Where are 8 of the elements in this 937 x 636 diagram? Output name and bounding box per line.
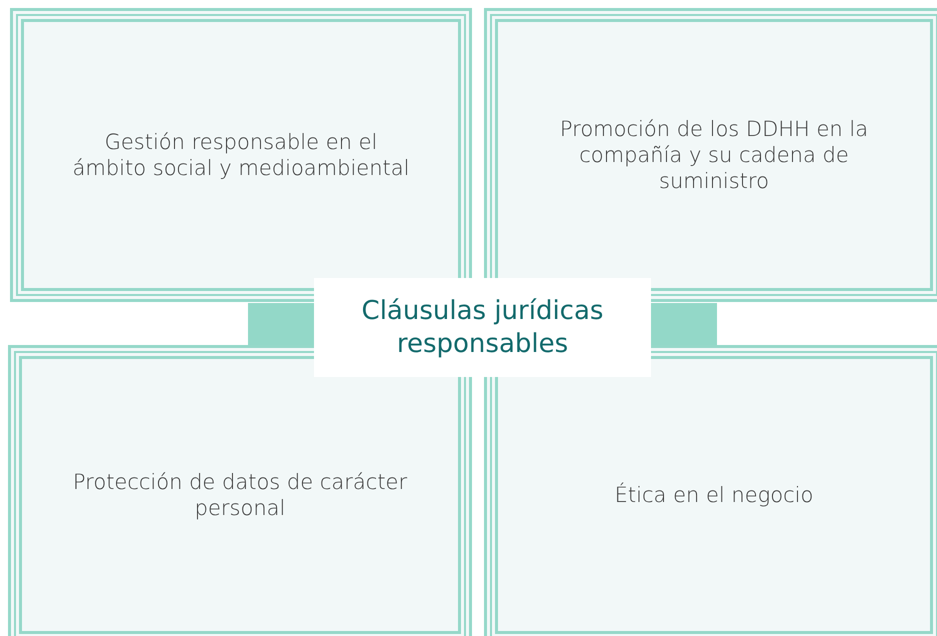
central-title: Cláusulas jurídicas responsables [360, 295, 604, 360]
connector-band [651, 303, 717, 348]
topic-text: Ética en el negocio [614, 482, 814, 508]
central-box [314, 278, 651, 377]
topic-text: Gestión responsable en el ámbito social y medioambiental [72, 128, 410, 182]
topic-text: Protección de datos de carácter personal [72, 468, 408, 522]
topic-text: Promoción de los DDHH en la compañía y su cadena de suministro [558, 116, 870, 194]
connector-band [248, 303, 314, 348]
